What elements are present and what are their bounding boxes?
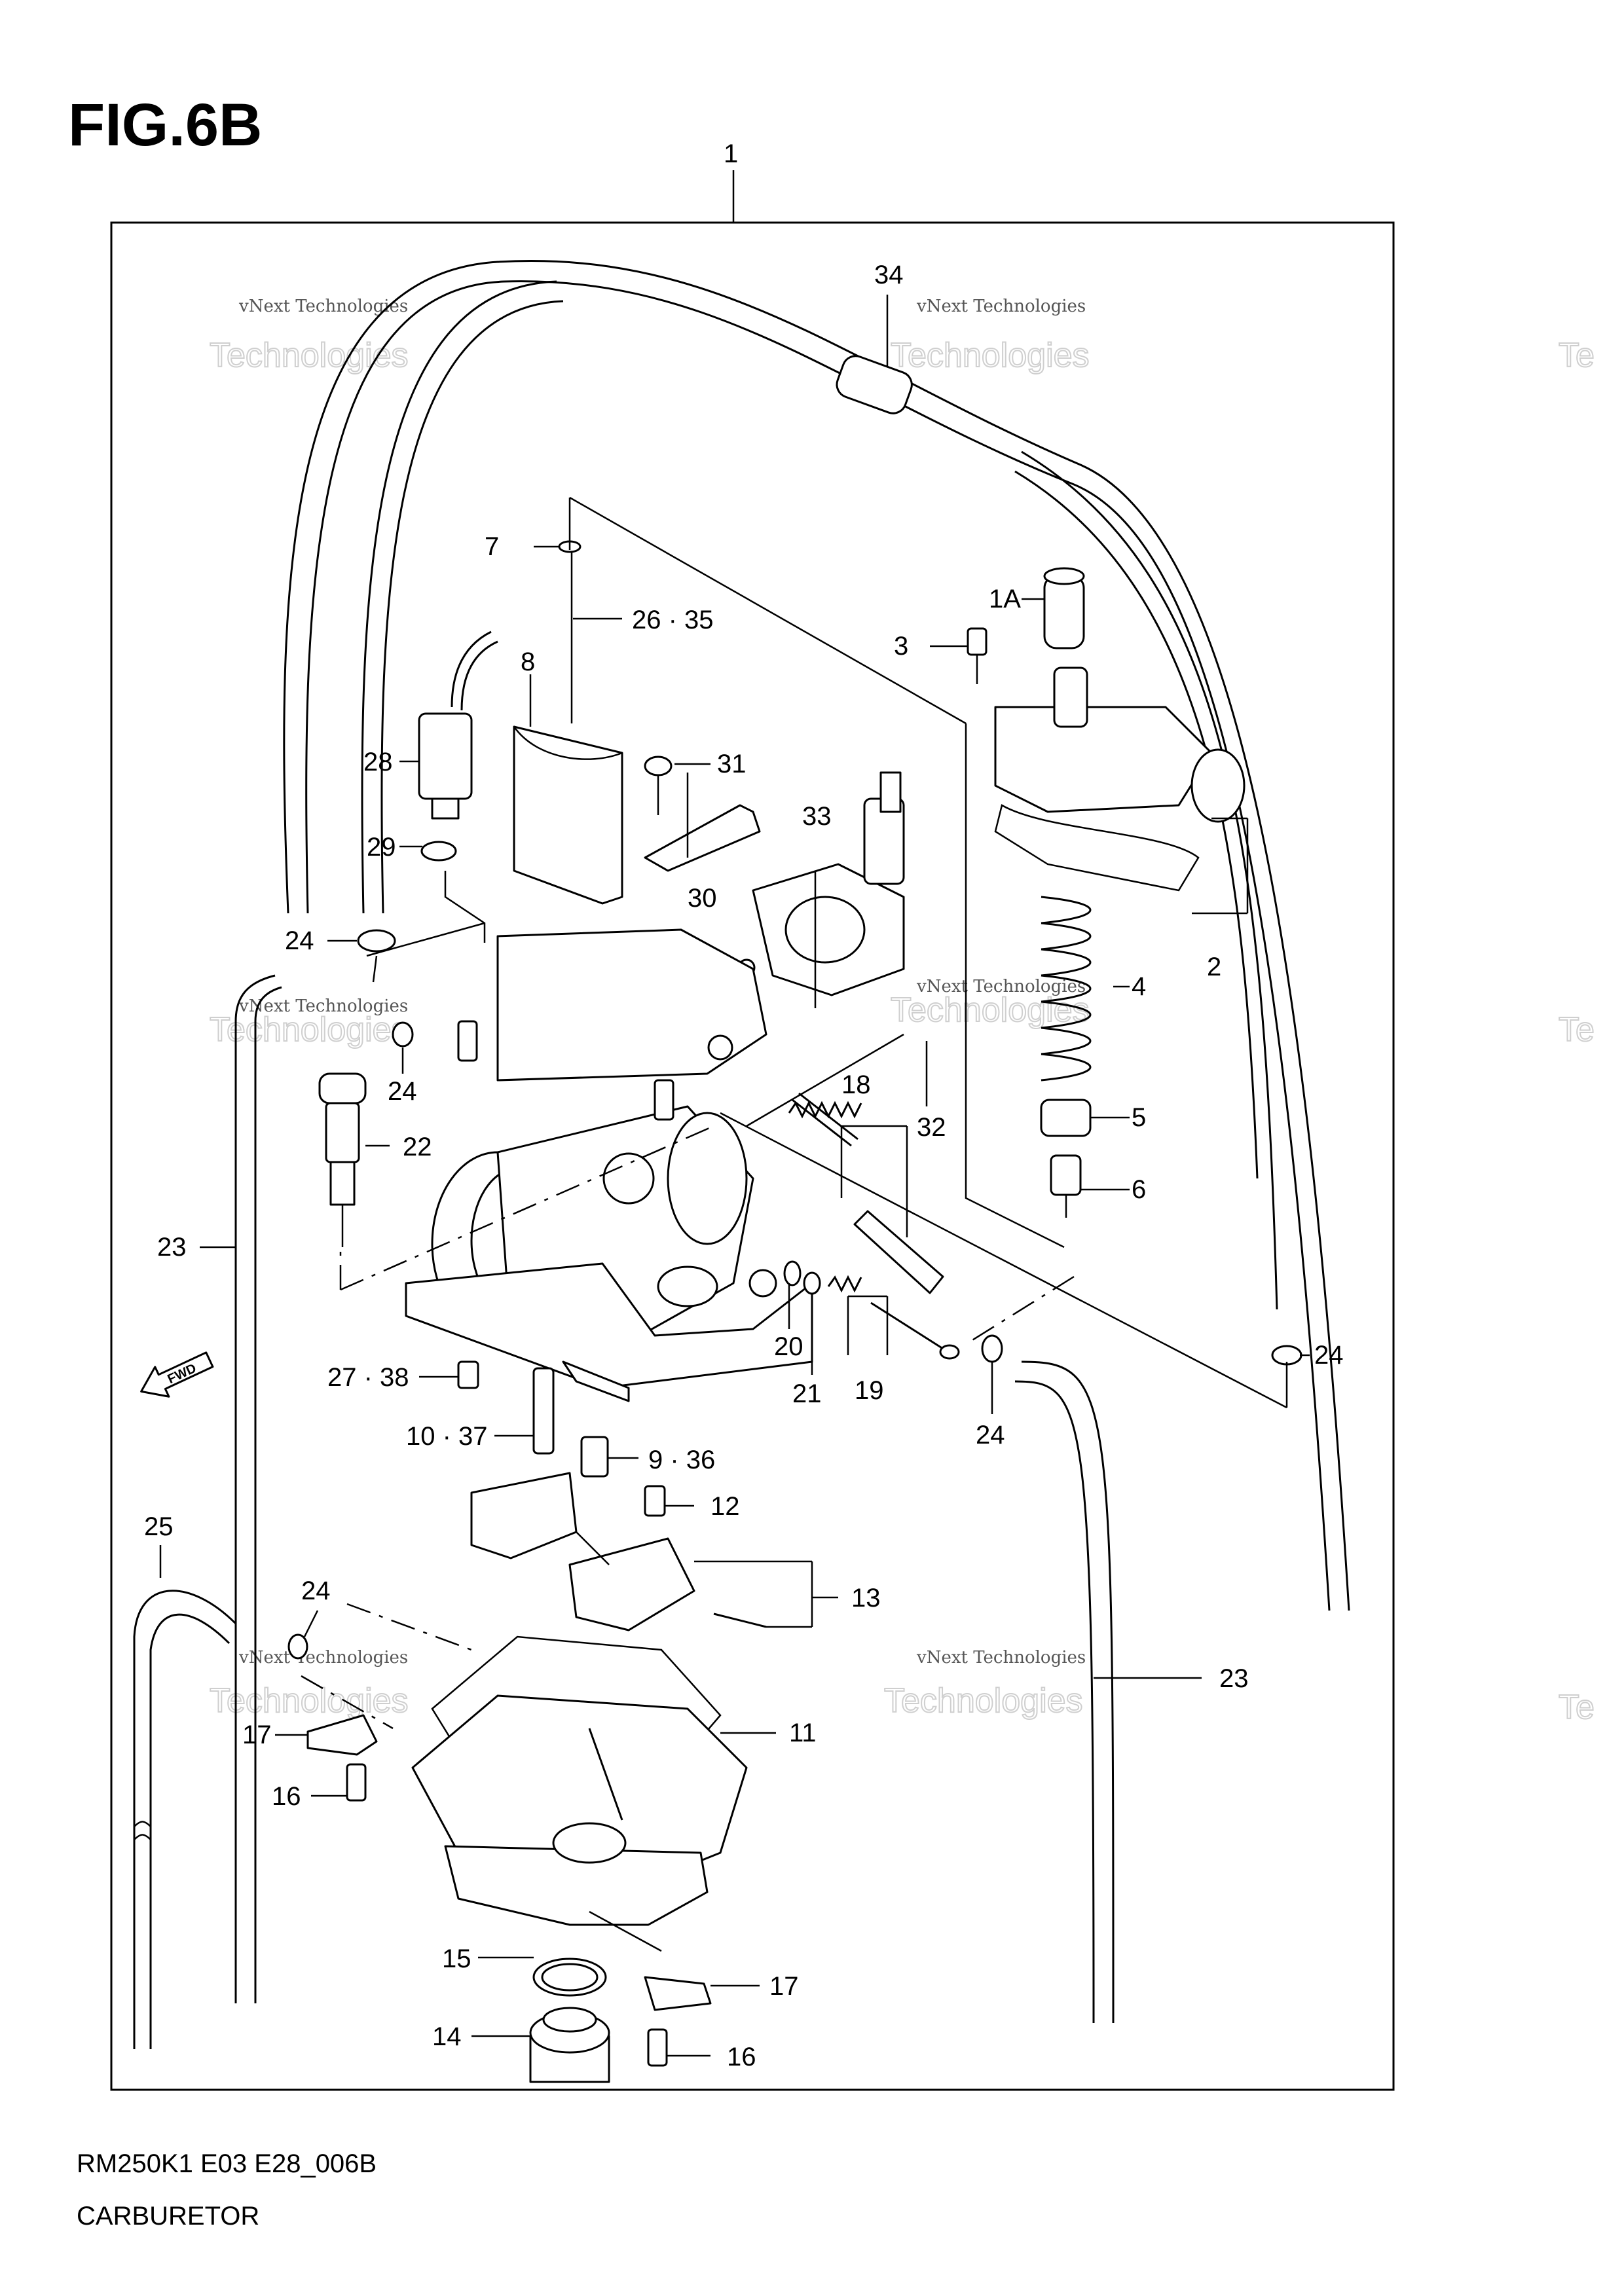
plate-and-screw [644,756,761,872]
callout-22: 22 [403,1133,432,1161]
callout-13: 13 [851,1584,881,1613]
callout-2: 2 [1207,953,1221,981]
svg-text:Te: Te [1559,337,1595,374]
callout-29: 29 [367,833,396,862]
callout-21: 21 [792,1379,822,1408]
callout-31: 31 [717,750,747,778]
callout-7: 7 [485,532,499,561]
svg-text:Technologies: Technologies [210,1682,409,1720]
top-cap-assembly [967,567,1249,915]
callout-24-b: 24 [388,1077,417,1106]
callout-17-b: 17 [769,1972,799,2001]
callout-34: 34 [874,261,904,289]
svg-text:vNext Technologies: vNext Technologies [238,1648,408,1667]
watermarks: vNext Technologies Technologies vNext Te… [209,297,1595,1727]
svg-text:Te: Te [1559,1011,1595,1049]
svg-text:vNext Technologies: vNext Technologies [238,996,408,1016]
callout-23-b: 23 [1219,1664,1249,1693]
callout-20: 20 [774,1332,803,1361]
drain-plug [529,1958,610,2083]
callout-17-a: 17 [242,1721,272,1749]
callout-27-38: 27 · 38 [327,1363,409,1392]
callout-4: 4 [1132,972,1146,1001]
svg-text:Technologies: Technologies [210,337,409,374]
spring-assembly [1040,896,1092,1218]
diagram-name: CARBURETOR [77,2202,259,2231]
svg-text:Technologies: Technologies [884,1682,1083,1720]
callout-8: 8 [521,647,535,676]
callout-24-a: 24 [285,926,314,955]
svg-text:Te: Te [1559,1688,1595,1726]
callout-11: 11 [789,1719,817,1747]
carburetor-body [405,928,813,1402]
callout-18: 18 [841,1070,871,1099]
callout-26-35: 26 · 35 [632,606,714,634]
figure-title: FIG.6B [68,92,262,158]
brackets-and-screws [306,1714,712,2067]
hoses-and-clamps [133,929,1302,2049]
starter-plunger [418,630,498,862]
svg-text:Technologies: Technologies [891,337,1090,374]
diagram-frame [110,221,1395,2091]
throttle-sensor [737,771,905,996]
adjusting-screws [783,1092,960,1360]
callout-24-d: 24 [976,1421,1005,1449]
diagram-code: RM250K1 E03 E28_006B [77,2149,377,2178]
callout-32: 32 [917,1113,946,1142]
callout-10-37: 10 · 37 [406,1422,488,1451]
svg-text:vNext Technologies: vNext Technologies [916,1648,1086,1667]
jets [457,1360,666,1517]
svg-text:Technologies: Technologies [891,991,1090,1029]
callout-1A: 1A [989,585,1021,613]
alignment-lines [301,496,1288,1952]
fwd-arrow-icon: FWD [140,1351,214,1398]
svg-text:vNext Technologies: vNext Technologies [916,297,1086,316]
callout-1: 1 [724,139,738,168]
svg-text:vNext Technologies: vNext Technologies [238,297,408,316]
callout-28: 28 [363,748,393,776]
callout-5: 5 [1132,1103,1146,1132]
float-assembly [470,1472,767,1631]
callout-16-a: 16 [272,1782,301,1811]
callout-19: 19 [855,1376,884,1405]
callout-14: 14 [432,2022,462,2051]
callout-numbers: 1 34 7 26 · 35 8 1A 3 28 31 33 29 30 2 2… [144,139,1344,2071]
callout-3: 3 [894,632,908,661]
callout-23-a: 23 [157,1233,187,1262]
callout-16-b: 16 [727,2043,756,2071]
leader-lines [159,295,1310,2057]
svg-text:Technologies: Technologies [210,1011,409,1049]
callout-25: 25 [144,1512,174,1541]
callout-30: 30 [688,884,717,913]
float-chamber [411,1635,748,1926]
throttle-valve [513,540,623,905]
callout-12: 12 [710,1492,740,1521]
callout-9-36: 9 · 36 [648,1446,715,1474]
air-screw [318,1072,367,1247]
svg-text:vNext Technologies: vNext Technologies [916,977,1086,996]
callout-33: 33 [802,802,832,831]
callout-24-e: 24 [301,1576,331,1605]
callout-6: 6 [1132,1175,1146,1204]
callout-24-c: 24 [1314,1341,1344,1370]
callout-15: 15 [442,1944,471,1973]
